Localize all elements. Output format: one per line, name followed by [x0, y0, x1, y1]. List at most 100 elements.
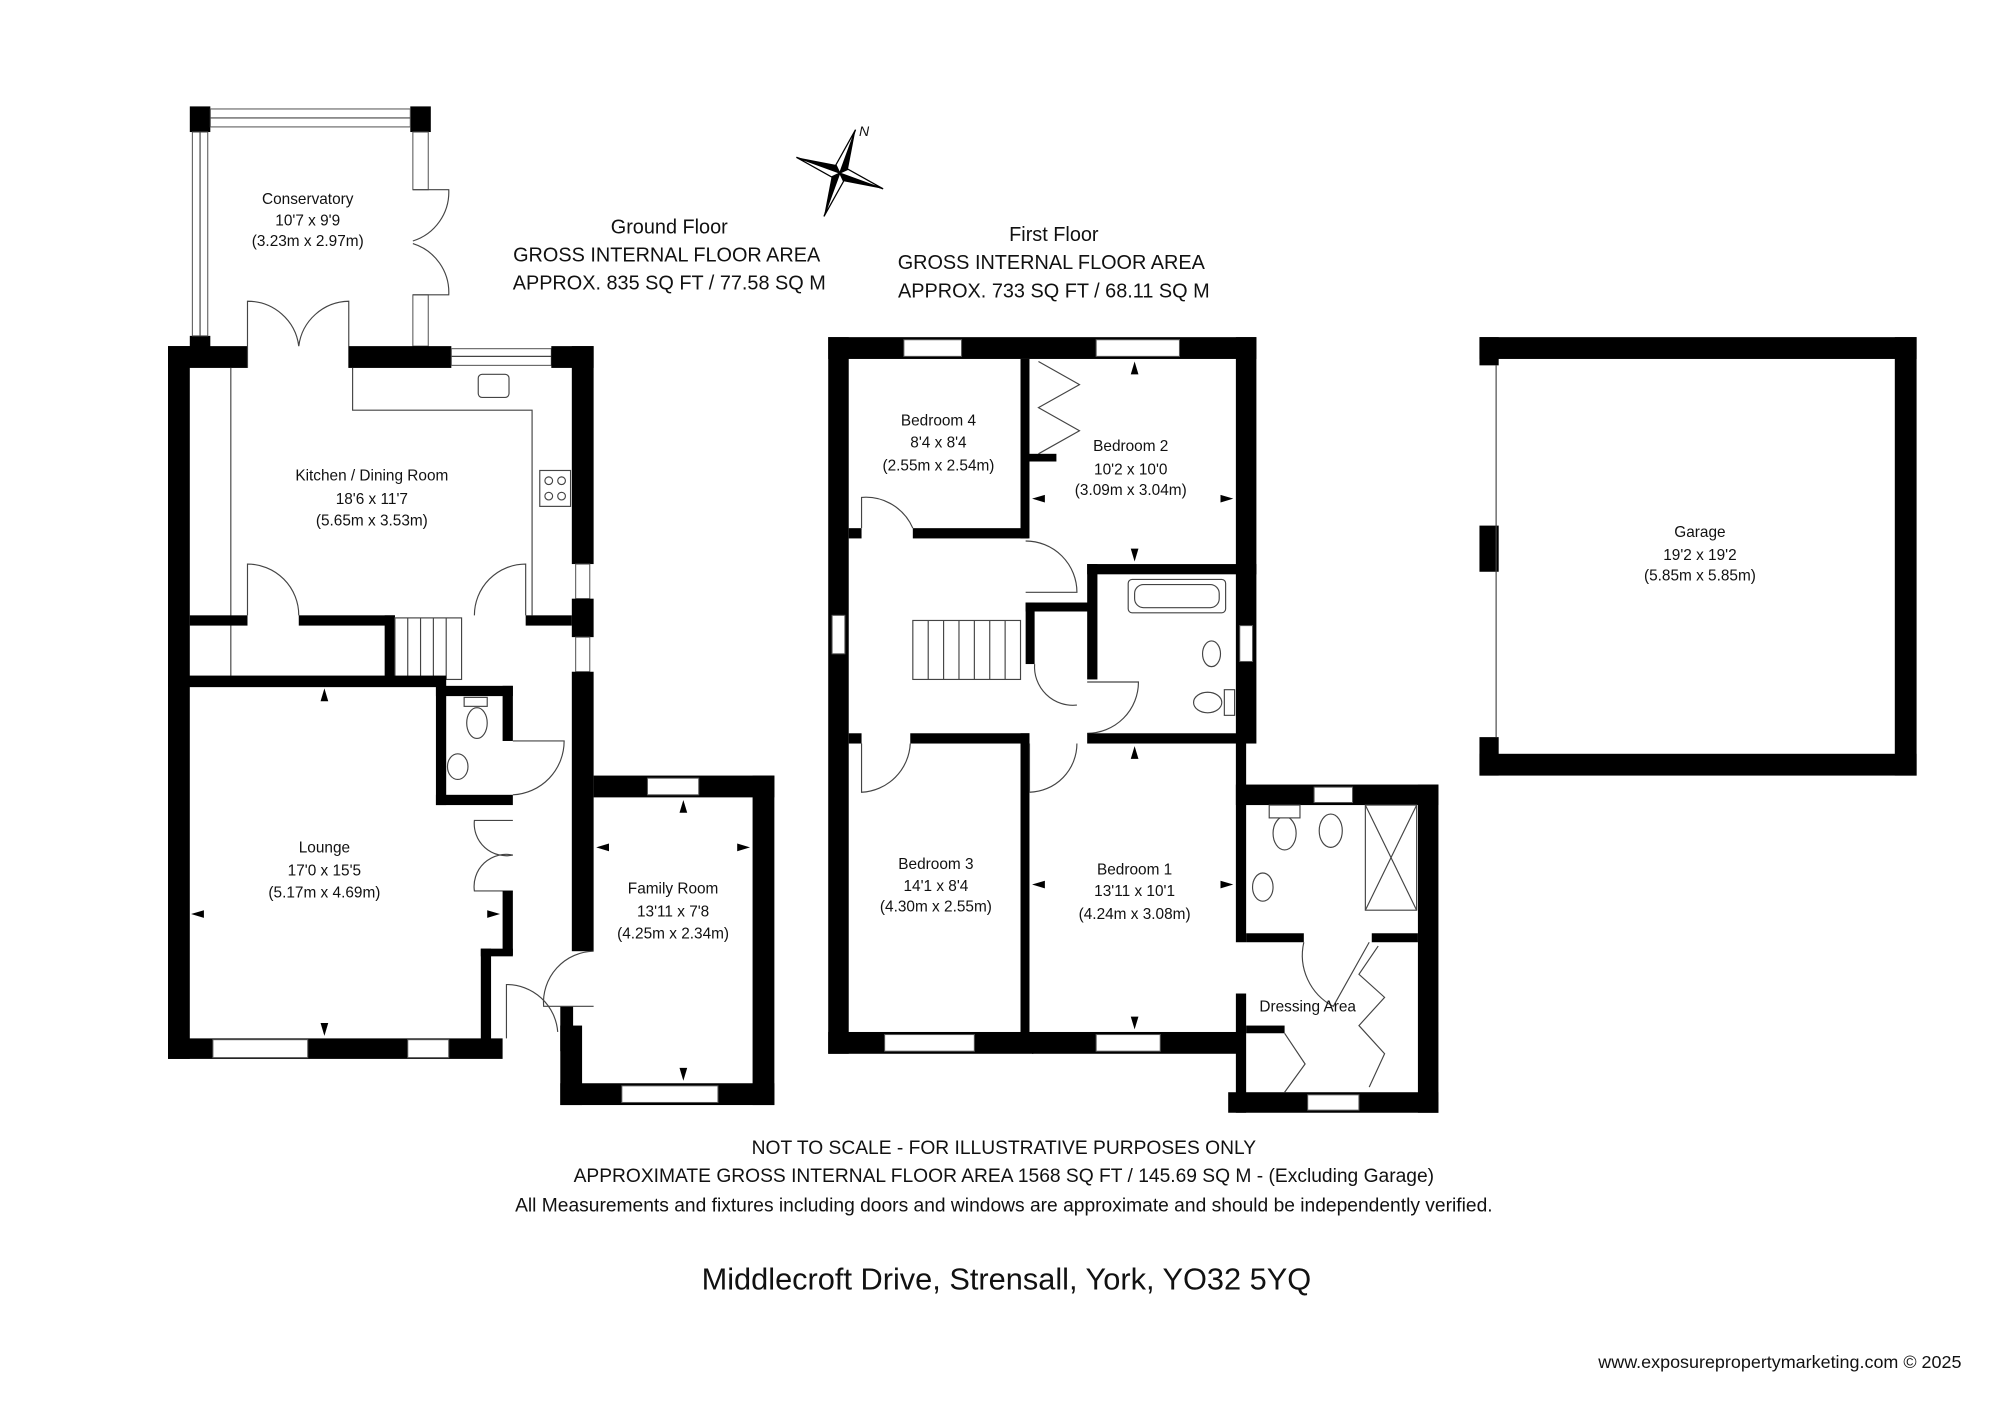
door — [860, 496, 914, 529]
svg-text:Bedroom 3: Bedroom 3 — [898, 856, 973, 873]
basin-icon — [1318, 813, 1343, 848]
wall — [168, 675, 447, 688]
window — [1239, 625, 1254, 663]
svg-text:10'7 x 9'9: 10'7 x 9'9 — [275, 213, 340, 230]
door — [512, 740, 565, 796]
wall — [168, 346, 190, 1059]
dimension-arrows — [191, 688, 751, 1081]
svg-text:Bedroom 4: Bedroom 4 — [901, 413, 977, 430]
room-label-lounge: Lounge 17'0 x 15'5 (5.17m x 4.69m) — [268, 840, 380, 902]
svg-text:13'11 x 7'8: 13'11 x 7'8 — [637, 904, 709, 921]
door — [1087, 681, 1140, 734]
window — [1307, 1094, 1360, 1111]
garage-plan — [1479, 337, 1917, 776]
window — [407, 1039, 450, 1059]
room-label-bedroom-2: Bedroom 2 10'2 x 10'0 (3.09m x 3.04m) — [1075, 438, 1187, 499]
window — [575, 636, 591, 673]
staircase — [394, 617, 463, 681]
wall — [348, 346, 452, 368]
window — [621, 1085, 719, 1103]
staircase — [912, 619, 1022, 681]
door — [1025, 540, 1078, 593]
room-label-bedroom-4: Bedroom 4 8'4 x 8'4 (2.55m x 2.54m) — [882, 413, 994, 475]
window — [831, 614, 846, 655]
wardrobe-doors — [1358, 945, 1386, 1088]
window — [575, 563, 591, 600]
svg-text:(4.24m x 3.08m): (4.24m x 3.08m) — [1079, 906, 1191, 923]
basin-icon — [1201, 640, 1222, 668]
window — [1095, 1034, 1161, 1052]
total-floor-area: APPROXIMATE GROSS INTERNAL FLOOR AREA 15… — [574, 1166, 1435, 1187]
door — [1028, 743, 1078, 793]
first-floor-area-value: APPROX. 733 SQ FT / 68.11 SQ M — [898, 280, 1210, 302]
svg-text:Garage: Garage — [1674, 524, 1725, 541]
toilet-icon — [1272, 816, 1297, 851]
french-door — [246, 300, 350, 368]
room-label-kitchen: Kitchen / Dining Room 18'6 x 11'7 (5.65m… — [295, 468, 448, 530]
window — [903, 339, 963, 357]
door — [860, 743, 911, 793]
door — [1034, 664, 1077, 706]
website-credit: www.exposurepropertymarketing.com © 2025 — [1597, 1352, 1961, 1372]
svg-text:Family Room: Family Room — [628, 881, 719, 898]
ground-floor-title: Ground Floor — [611, 216, 728, 238]
svg-text:Bedroom 1: Bedroom 1 — [1097, 861, 1172, 878]
svg-text:Kitchen / Dining Room: Kitchen / Dining Room — [295, 468, 448, 485]
svg-text:Lounge: Lounge — [299, 840, 350, 857]
wall — [168, 346, 248, 368]
dimension-arrows — [1032, 361, 1234, 1030]
svg-text:Bedroom 2: Bedroom 2 — [1093, 438, 1168, 455]
window — [412, 294, 429, 347]
svg-text:(3.23m x 2.97m): (3.23m x 2.97m) — [252, 233, 364, 250]
svg-text:(2.55m x 2.54m): (2.55m x 2.54m) — [882, 457, 994, 474]
ground-floor-plan — [168, 106, 775, 1106]
disclaimer-measurements: All Measurements and fixtures including … — [515, 1195, 1493, 1216]
disclaimer-scale: NOT TO SCALE - FOR ILLUSTRATIVE PURPOSES… — [752, 1138, 1257, 1159]
first-floor-plan — [828, 337, 1439, 1113]
front-door — [505, 983, 559, 1039]
room-label-dressing-area: Dressing Area — [1259, 998, 1356, 1015]
property-address: Middlecroft Drive, Strensall, York, YO32… — [702, 1262, 1312, 1297]
french-door — [473, 819, 513, 892]
sink-icon — [477, 373, 510, 398]
door — [1301, 941, 1370, 1008]
svg-text:10'2 x 10'0: 10'2 x 10'0 — [1094, 461, 1167, 478]
compass-rose-icon — [796, 129, 884, 217]
ground-floor-area-value: APPROX. 835 SQ FT / 77.58 SQ M — [513, 273, 826, 295]
toilet-icon — [466, 707, 488, 739]
window — [884, 1034, 975, 1052]
worktop — [352, 367, 533, 616]
first-floor-area-label: GROSS INTERNAL FLOOR AREA — [898, 252, 1206, 274]
window — [412, 131, 429, 191]
basin-icon — [1251, 872, 1274, 902]
svg-text:14'1 x 8'4: 14'1 x 8'4 — [903, 878, 968, 895]
ground-floor-area-label: GROSS INTERNAL FLOOR AREA — [513, 245, 821, 267]
svg-text:8'4 x 8'4: 8'4 x 8'4 — [910, 434, 967, 451]
door — [542, 950, 594, 1007]
svg-text:(4.25m x 2.34m): (4.25m x 2.34m) — [617, 925, 729, 942]
hob-icon — [539, 469, 572, 507]
svg-text:(3.09m x 3.04m): (3.09m x 3.04m) — [1075, 482, 1187, 499]
room-label-conservatory: Conservatory 10'7 x 9'9 (3.23m x 2.97m) — [252, 191, 364, 250]
wall — [571, 346, 594, 565]
room-label-bedroom-1: Bedroom 1 13'11 x 10'1 (4.24m x 3.08m) — [1079, 861, 1191, 923]
basin-icon — [446, 753, 469, 781]
svg-text:(5.17m x 4.69m): (5.17m x 4.69m) — [268, 884, 380, 901]
wardrobe-doors — [1037, 361, 1081, 455]
svg-text:19'2 x 19'2: 19'2 x 19'2 — [1663, 547, 1736, 564]
window — [1095, 339, 1180, 357]
wardrobe-doors — [1284, 1032, 1306, 1093]
conservatory-structure — [189, 106, 450, 349]
svg-text:17'0 x 15'5: 17'0 x 15'5 — [288, 863, 361, 880]
door — [473, 563, 527, 616]
wall — [571, 671, 594, 952]
svg-text:13'11 x 10'1: 13'11 x 10'1 — [1094, 883, 1175, 900]
svg-text:(5.65m x 3.53m): (5.65m x 3.53m) — [316, 513, 428, 530]
window — [450, 348, 552, 366]
window — [1313, 786, 1354, 804]
room-label-garage: Garage 19'2 x 19'2 (5.85m x 5.85m) — [1644, 524, 1756, 585]
svg-text:(5.85m x 5.85m): (5.85m x 5.85m) — [1644, 568, 1756, 585]
wall — [571, 598, 594, 638]
door — [246, 563, 300, 616]
svg-text:18'6 x 11'7: 18'6 x 11'7 — [336, 491, 408, 508]
